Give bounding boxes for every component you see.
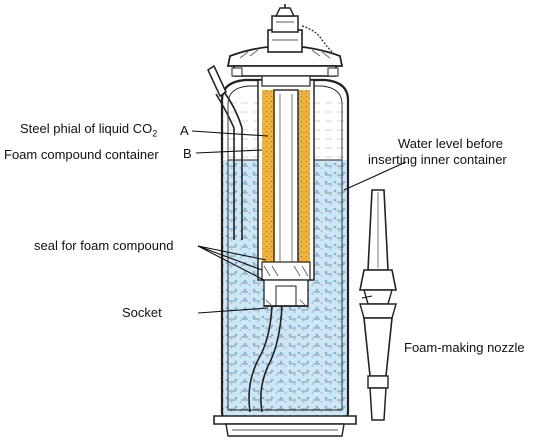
label-steel-phial-subscript: 2 [152, 129, 157, 139]
label-steel-phial-text: Steel phial of liquid CO [20, 121, 152, 136]
head-cap-assembly [228, 4, 342, 76]
label-seal: seal for foam compound [34, 238, 173, 254]
label-steel-phial: Steel phial of liquid CO2 [20, 121, 157, 142]
label-foam-container: Foam compound container [4, 147, 159, 163]
marker-a: A [180, 123, 189, 139]
label-socket: Socket [122, 305, 162, 321]
label-water-level-2: inserting inner container [368, 152, 507, 168]
inner-container [258, 76, 314, 306]
marker-b: B [183, 146, 192, 162]
label-water-level-1: Water level before [398, 136, 503, 152]
label-nozzle: Foam-making nozzle [404, 340, 525, 356]
foam-nozzle [360, 190, 396, 420]
